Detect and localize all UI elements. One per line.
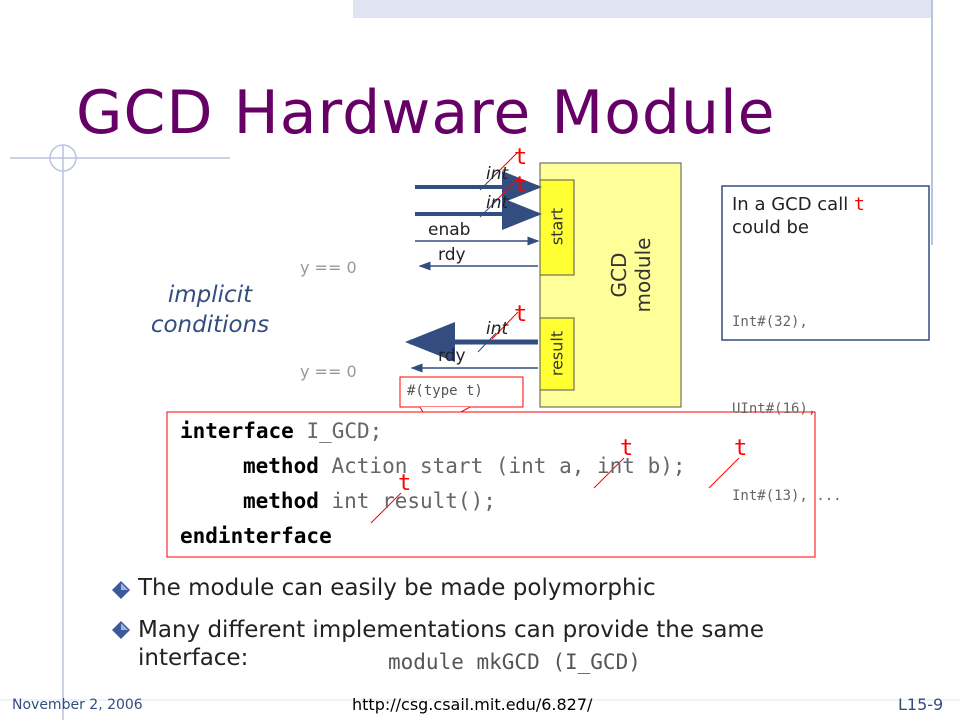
bullet-2-text-line2: interface: xyxy=(138,645,249,671)
code-line-2-rest: Action start (int a, int b); xyxy=(318,454,686,478)
code-line-1-rest: I_GCD; xyxy=(293,419,383,443)
implicit-line2: conditions xyxy=(150,312,270,338)
enab-label: enab xyxy=(428,220,471,240)
y-condition-result: y == 0 xyxy=(300,362,357,381)
note-option-3: Int#(13), ... xyxy=(732,488,842,504)
type-t-mark-result: t xyxy=(514,302,528,327)
type-callout-text: #(type t) xyxy=(407,383,483,399)
result-port xyxy=(539,317,575,391)
result-rdy-label: rdy xyxy=(438,346,466,366)
code-line-1: interface I_GCD; xyxy=(180,419,382,443)
code-line-4: endinterface xyxy=(180,524,332,548)
diamond-bullet-icon xyxy=(112,621,130,639)
slide-title: GCD Hardware Module xyxy=(76,78,776,148)
implicit-conditions-label: implicit conditions xyxy=(130,280,290,340)
implicit-line1: implicit xyxy=(167,282,253,308)
note-option-1: Int#(32), xyxy=(732,314,808,330)
code-t-mark-a: t xyxy=(620,436,634,461)
code-keyword-endinterface: endinterface xyxy=(180,524,332,548)
type-t-mark-b: t xyxy=(514,173,528,198)
code-t-mark-b: t xyxy=(734,436,748,461)
code-box xyxy=(166,411,816,558)
code-keyword-method: method xyxy=(243,454,319,478)
note-text: In a GCD call t could be xyxy=(732,193,865,239)
footer-date: November 2, 2006 xyxy=(12,697,143,713)
bullet-2-text: Many different implementations can provi… xyxy=(138,617,764,643)
note-line2: could be xyxy=(732,217,809,238)
code-keyword-method-2: method xyxy=(243,489,319,513)
type-t-mark-a: t xyxy=(514,145,528,170)
code-keyword-interface: interface xyxy=(180,419,294,443)
int-label-result: int xyxy=(486,319,509,339)
note-line1: In a GCD call xyxy=(732,194,854,215)
code-line-3: method int result(); xyxy=(243,489,496,513)
bullet-1-text: The module can easily be made polymorphi… xyxy=(138,575,656,601)
diamond-bullet-icon xyxy=(112,581,130,599)
bullet-2-code: module mkGCD (I_GCD) xyxy=(388,650,641,674)
note-box xyxy=(721,185,930,341)
start-rdy-label: rdy xyxy=(438,245,466,265)
type-callout-box xyxy=(399,376,524,408)
int-label-b: int xyxy=(486,193,509,213)
footer-page-number: L15-9 xyxy=(898,695,944,714)
int-label-a: int xyxy=(486,164,509,184)
note-option-2: UInt#(16), xyxy=(732,401,817,417)
note-options: Int#(32), UInt#(16), Int#(13), ... xyxy=(732,250,842,540)
code-line-3-rest: int result(); xyxy=(318,489,496,513)
code-t-mark-c: t xyxy=(398,471,412,496)
note-t: t xyxy=(853,194,865,215)
code-line-2: method Action start (int a, int b); xyxy=(243,454,686,478)
footer-url[interactable]: http://csg.csail.mit.edu/6.827/ xyxy=(352,695,593,714)
y-condition-start: y == 0 xyxy=(300,258,357,277)
